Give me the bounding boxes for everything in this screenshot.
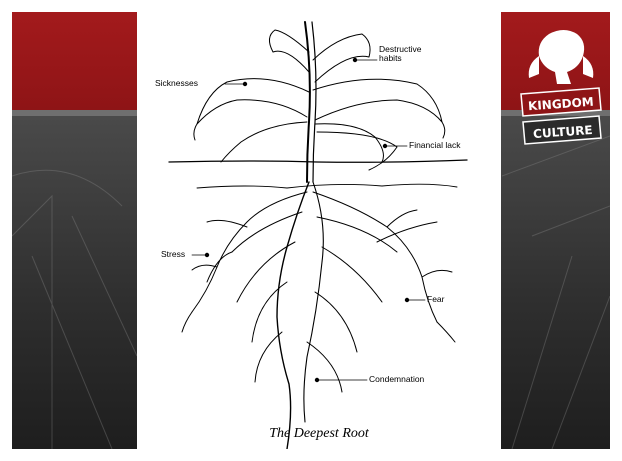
leaf — [313, 79, 442, 122]
label-condemnation: Condemnation — [369, 375, 424, 384]
stem — [305, 22, 310, 182]
label-stress: Stress — [161, 250, 185, 259]
kingdom-culture-logo: KINGDOM CULTURE — [509, 26, 609, 166]
lion-icon — [529, 30, 594, 84]
label-sicknesses: Sicknesses — [155, 79, 198, 88]
leaf — [269, 30, 309, 72]
label-fear: Fear — [427, 295, 444, 304]
leaf — [221, 122, 307, 162]
diagram-caption: The Deepest Root — [137, 426, 501, 442]
label-destructive-line2: habits — [379, 54, 422, 63]
label-financial-lack: Financial lack — [409, 141, 461, 150]
diagram-panel: Destructive habits Sicknesses Financial … — [137, 12, 501, 449]
slide: Destructive habits Sicknesses Financial … — [12, 12, 610, 449]
leaf — [313, 34, 370, 82]
leaf — [315, 124, 383, 162]
label-destructive-habits: Destructive habits — [379, 45, 422, 63]
soil-line — [197, 184, 457, 188]
ground-line — [169, 160, 467, 162]
leaf — [197, 79, 309, 124]
logo-banner: KINGDOM CULTURE — [521, 88, 601, 144]
leaf — [317, 132, 397, 170]
